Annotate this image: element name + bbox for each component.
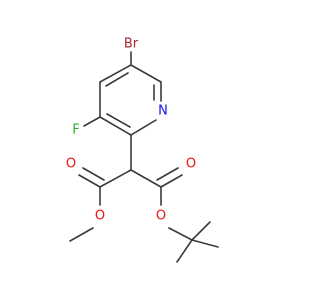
bond-o-tbu <box>168 227 193 241</box>
bond-o-methyl <box>69 227 94 242</box>
bond-c5-c4 <box>99 64 132 83</box>
bond-tbu-right <box>191 239 219 248</box>
bond-c-o-double-left-b <box>82 167 105 181</box>
carbonyl-oxygen-right-label: O <box>186 157 196 172</box>
bond-c-o-double-right-a <box>160 174 183 188</box>
tert-butyl-ester-group <box>130 167 219 263</box>
bond-c-o-double-left-a <box>78 174 101 188</box>
bond-c6-c5 <box>130 64 162 83</box>
carbonyl-oxygen-left-label: O <box>66 157 76 172</box>
fluorine-label: F <box>72 123 79 138</box>
bromine-label: Br <box>124 37 139 52</box>
bond-ch-c-right <box>130 169 162 188</box>
bond-c3-c2 <box>99 116 132 136</box>
ring-nitrogen-label: N <box>158 104 168 119</box>
ester-oxygen-left-label: O <box>95 209 105 224</box>
bond-tbu-down <box>176 239 193 263</box>
bond-c3-c2-inner <box>106 113 131 128</box>
bond-tbu-up <box>191 221 211 241</box>
chemical-structure-diagram: Br F N O O O O <box>66 37 219 263</box>
bond-c3-f <box>83 116 101 127</box>
pyridine-ring <box>99 64 162 136</box>
bond-c4-c4-inner <box>105 72 129 87</box>
methyl-ester-group <box>69 167 132 242</box>
bond-c2-n1 <box>130 119 157 136</box>
ester-oxygen-right-label: O <box>156 209 166 224</box>
bond-ch-c-left <box>99 169 132 188</box>
bond-c-o-double-right-b <box>156 167 179 181</box>
